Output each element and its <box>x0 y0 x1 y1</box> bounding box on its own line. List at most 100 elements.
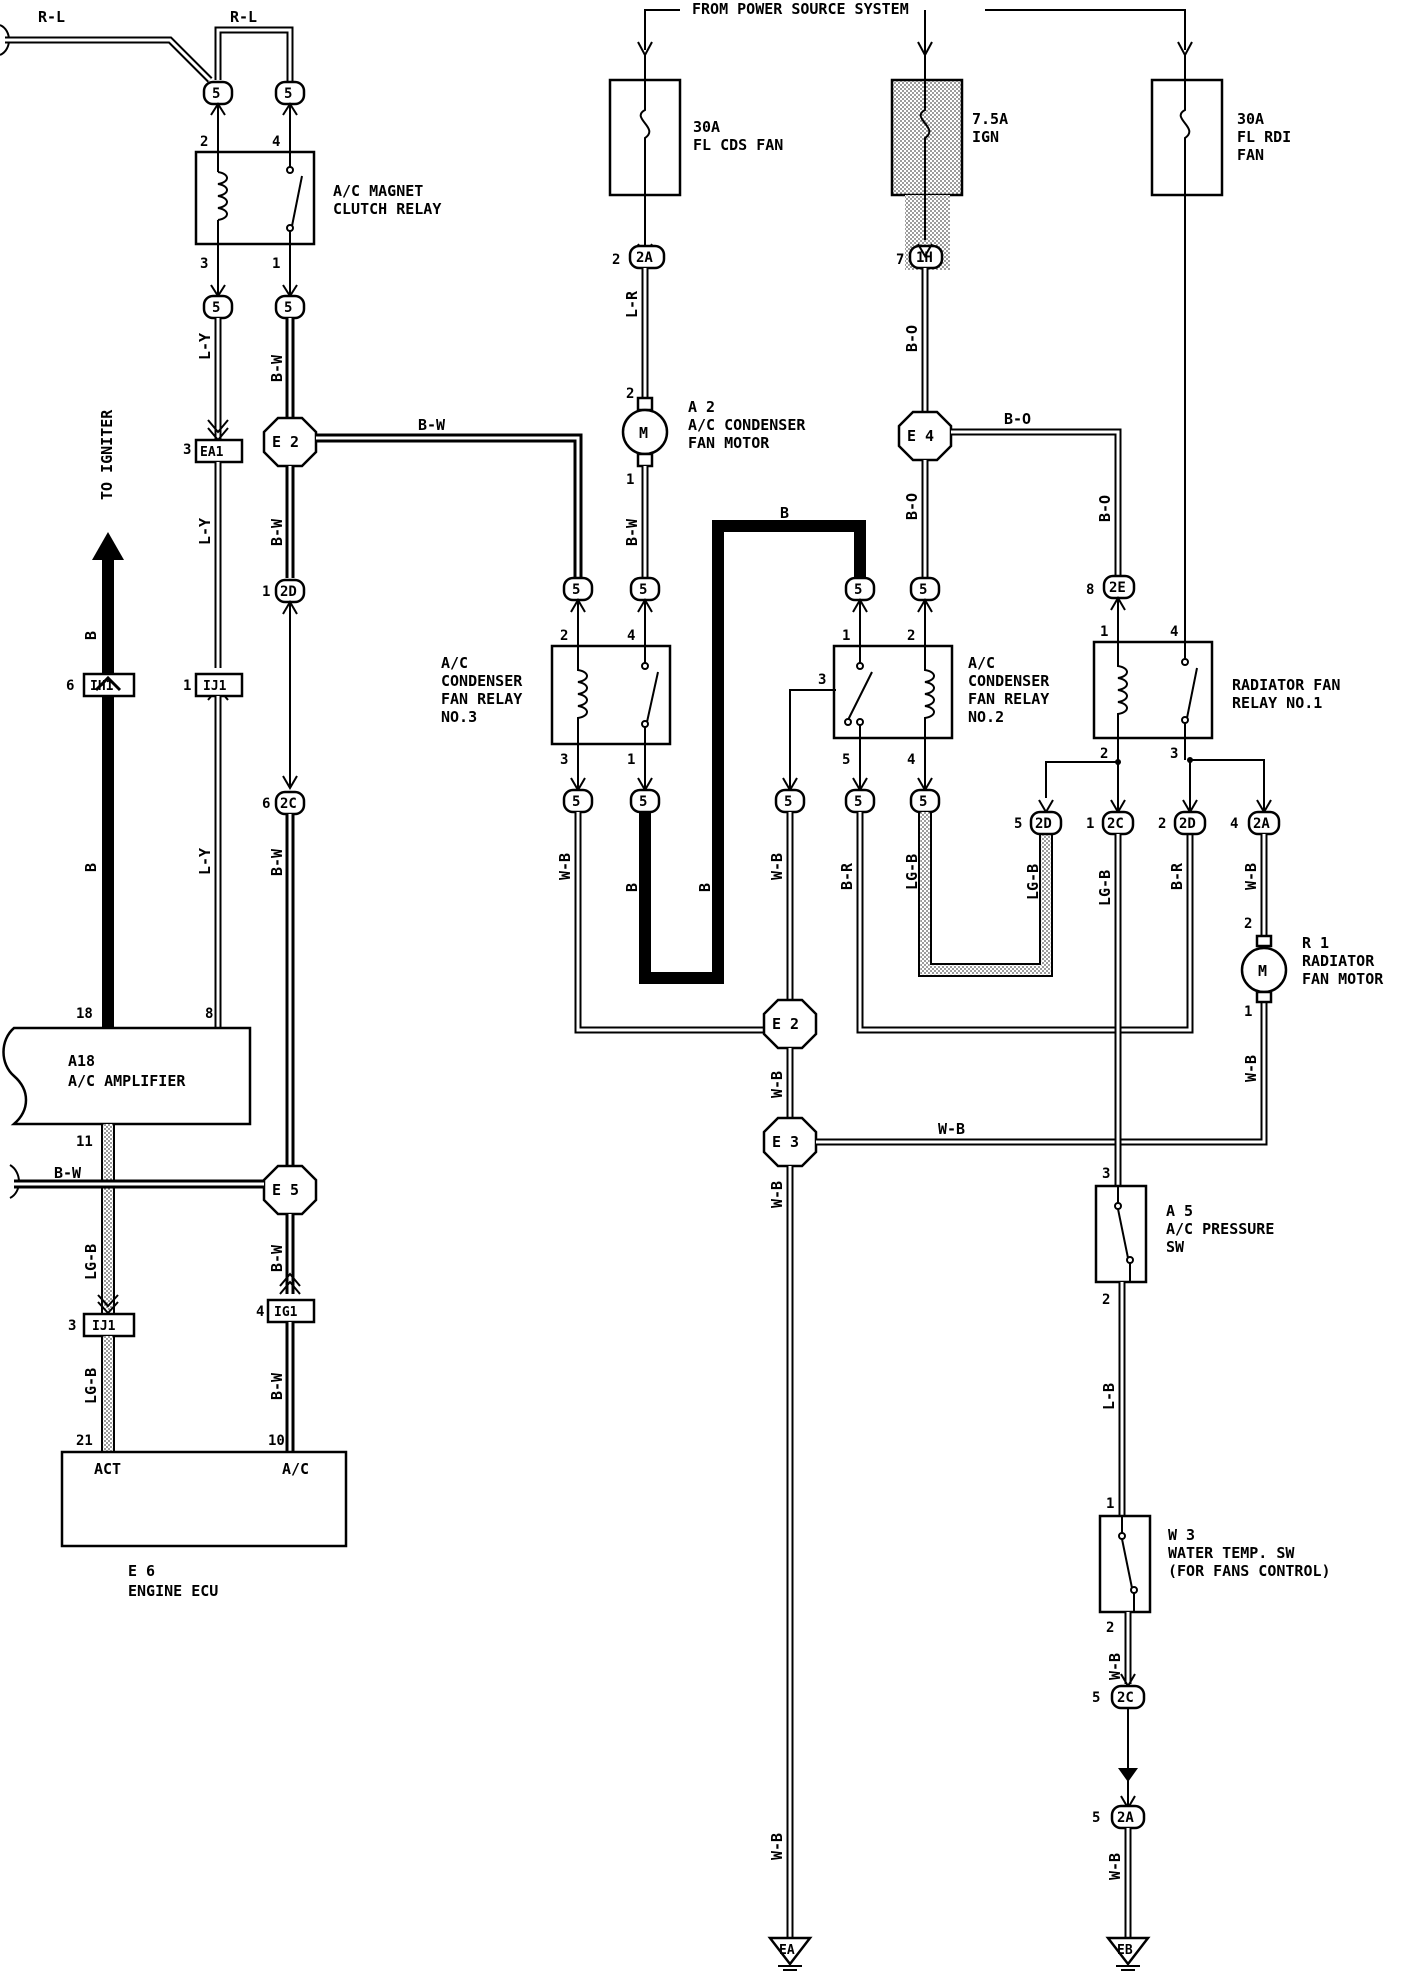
svg-text:1: 1 <box>183 678 191 694</box>
svg-text:(FOR FANS CONTROL): (FOR FANS CONTROL) <box>1168 1562 1331 1580</box>
svg-text:6: 6 <box>262 796 270 812</box>
svg-text:B-W: B-W <box>418 416 446 434</box>
svg-text:10: 10 <box>268 1433 285 1449</box>
svg-text:5: 5 <box>1092 1690 1100 1706</box>
svg-text:8: 8 <box>205 1006 213 1022</box>
svg-text:2: 2 <box>1102 1292 1110 1308</box>
svg-text:1: 1 <box>626 472 634 488</box>
svg-text:ENGINE ECU: ENGINE ECU <box>128 1582 218 1600</box>
svg-text:B: B <box>82 631 100 640</box>
svg-text:4: 4 <box>627 628 635 644</box>
svg-text:5: 5 <box>1092 1810 1100 1826</box>
svg-text:5: 5 <box>842 752 850 768</box>
svg-text:RELAY NO.1: RELAY NO.1 <box>1232 694 1322 712</box>
svg-text:2: 2 <box>560 628 568 644</box>
svg-text:E 6: E 6 <box>128 1562 155 1580</box>
svg-text:B: B <box>623 883 641 892</box>
svg-text:FAN MOTOR: FAN MOTOR <box>1302 970 1384 988</box>
svg-text:W 3: W 3 <box>1168 1526 1195 1544</box>
svg-text:R-L: R-L <box>230 8 257 26</box>
svg-text:3: 3 <box>68 1318 76 1334</box>
svg-text:1: 1 <box>262 584 270 600</box>
svg-text:A/C AMPLIFIER: A/C AMPLIFIER <box>68 1072 186 1090</box>
svg-text:3: 3 <box>200 256 208 272</box>
svg-text:IH1: IH1 <box>90 679 114 694</box>
svg-text:5: 5 <box>212 86 220 102</box>
svg-text:ACT: ACT <box>94 1460 121 1478</box>
svg-text:E 4: E 4 <box>907 427 934 445</box>
svg-text:B-O: B-O <box>903 325 921 352</box>
svg-text:IJ1: IJ1 <box>203 679 227 694</box>
svg-text:W-B: W-B <box>1106 1653 1124 1680</box>
svg-text:A/C PRESSURE: A/C PRESSURE <box>1166 1220 1274 1238</box>
pressure-switch-chain: LG-B 3 A 5 A/C PRESSURE SW 2 L-B 1 W 3 W… <box>1092 834 1331 1971</box>
svg-text:EB: EB <box>1117 1943 1133 1958</box>
svg-text:7.5A: 7.5A <box>972 110 1008 128</box>
svg-text:A/C: A/C <box>282 1460 309 1478</box>
svg-text:LG-B: LG-B <box>903 854 921 890</box>
svg-text:2: 2 <box>1106 1620 1114 1636</box>
power-source-label: FROM POWER SOURCE SYSTEM <box>692 0 909 18</box>
svg-text:B-W: B-W <box>268 518 286 546</box>
svg-text:FAN: FAN <box>1237 146 1264 164</box>
svg-text:W-B: W-B <box>768 1833 786 1860</box>
svg-text:CONDENSER: CONDENSER <box>968 672 1050 690</box>
svg-text:B: B <box>696 883 714 892</box>
svg-text:5: 5 <box>284 86 292 102</box>
fan-relay-3: 5 5 2 4 A/C CONDENSER FAN RELAY NO.3 3 1… <box>441 576 672 814</box>
svg-text:2A: 2A <box>1117 1810 1134 1826</box>
svg-text:2D: 2D <box>1035 816 1052 832</box>
svg-text:E 2: E 2 <box>272 433 299 451</box>
svg-text:LG-B: LG-B <box>82 1244 100 1280</box>
bo-wires: 7 1H B-O E 4 B-O B-O B-O <box>896 243 1122 578</box>
condenser-fan-motor: 2 2A L-R 2 M 1 A 2 A/C CONDENSER FAN MOT… <box>612 195 806 578</box>
svg-text:1: 1 <box>1244 1004 1252 1020</box>
svg-text:W-B: W-B <box>556 853 574 880</box>
svg-text:E 3: E 3 <box>772 1133 799 1151</box>
svg-text:SW: SW <box>1166 1238 1185 1256</box>
svg-text:L-Y: L-Y <box>196 848 214 875</box>
svg-text:IGN: IGN <box>972 128 999 146</box>
svg-text:CONDENSER: CONDENSER <box>441 672 523 690</box>
svg-text:2D: 2D <box>1179 816 1196 832</box>
svg-text:5: 5 <box>572 582 580 598</box>
svg-text:W-B: W-B <box>768 1181 786 1208</box>
svg-text:5: 5 <box>854 794 862 810</box>
svg-text:M: M <box>1258 962 1267 980</box>
svg-text:1H: 1H <box>916 250 933 266</box>
svg-text:A18: A18 <box>68 1052 95 1070</box>
ac-amplifier: A18 A/C AMPLIFIER 11 <box>2 1026 252 1150</box>
svg-text:6: 6 <box>66 678 74 694</box>
svg-text:2A: 2A <box>1253 816 1270 832</box>
svg-text:A/C MAGNET: A/C MAGNET <box>333 182 423 200</box>
svg-text:1: 1 <box>627 752 635 768</box>
svg-text:5: 5 <box>784 794 792 810</box>
svg-text:5: 5 <box>639 794 647 810</box>
svg-text:2: 2 <box>626 386 634 402</box>
b-loop-wire: B B B <box>623 504 866 984</box>
svg-text:IJ1: IJ1 <box>92 1319 116 1334</box>
svg-text:L-Y: L-Y <box>196 518 214 545</box>
svg-text:2C: 2C <box>280 796 297 812</box>
svg-text:B: B <box>780 504 789 522</box>
svg-text:EA: EA <box>779 1943 795 1958</box>
radiator-fan-motor: W-B 2 M 1 R 1 RADIATOR FAN MOTOR W-B <box>1240 834 1384 1082</box>
svg-text:B-O: B-O <box>1004 410 1031 428</box>
svg-text:4: 4 <box>1170 624 1178 640</box>
svg-text:W-B: W-B <box>768 1071 786 1098</box>
svg-text:2A: 2A <box>636 250 653 266</box>
svg-text:4: 4 <box>1230 816 1238 832</box>
svg-text:A/C: A/C <box>441 654 468 672</box>
svg-text:W-B: W-B <box>938 1120 965 1138</box>
svg-text:B-O: B-O <box>1096 495 1114 522</box>
radiator-fan-relay: 8 2E 1 4 RADIATOR FAN RELAY NO.1 2 3 5 2… <box>1014 195 1340 836</box>
svg-text:2D: 2D <box>280 584 297 600</box>
svg-text:11: 11 <box>76 1134 93 1150</box>
svg-text:R-L: R-L <box>38 8 65 26</box>
svg-text:B-W: B-W <box>268 354 286 382</box>
svg-text:A 2: A 2 <box>688 398 715 416</box>
svg-text:21: 21 <box>76 1433 93 1449</box>
svg-text:5: 5 <box>854 582 862 598</box>
svg-text:1: 1 <box>1086 816 1094 832</box>
ly-wire: 3 EA1 1 IJ1 L-Y L-Y L-Y 8 <box>183 318 244 1028</box>
